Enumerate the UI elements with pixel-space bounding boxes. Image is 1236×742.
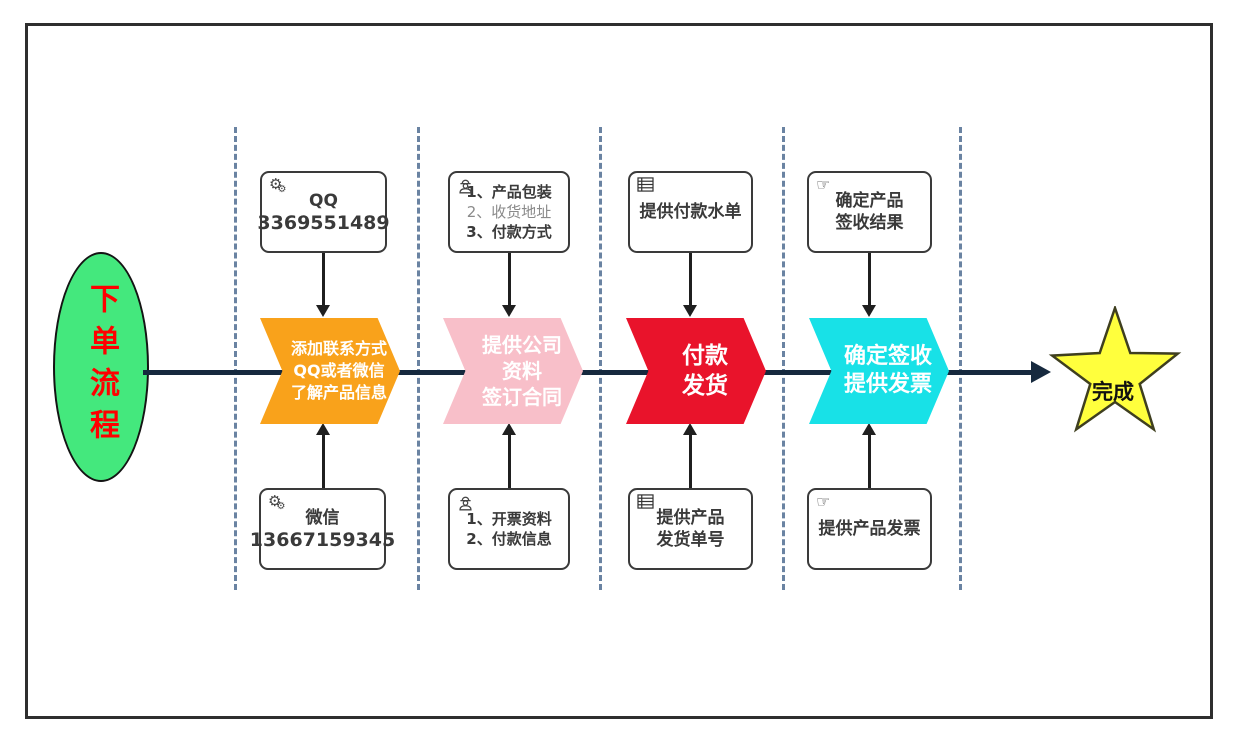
main-flow-line	[143, 370, 1033, 375]
gears-icon: ⚙⚙	[268, 492, 286, 512]
connector	[508, 253, 511, 306]
arrow-down-icon	[862, 305, 876, 317]
table-icon	[637, 494, 654, 509]
step-company-info-contract: 提供公司 资料 签订合同	[443, 318, 583, 424]
worker-icon	[457, 494, 474, 511]
box-payment-slip: 提供付款水单	[628, 171, 753, 253]
box-order-details: 1、产品包装 2、收货地址 3、付款方式	[448, 171, 570, 253]
box-line: 1、开票资料	[466, 510, 552, 528]
hand-icon: ☞	[816, 175, 831, 194]
box-line: 签收结果	[835, 213, 904, 233]
step-pay-ship: 付款 发货	[626, 318, 766, 424]
arrow-down-icon	[316, 305, 330, 317]
star-shape	[1048, 304, 1182, 433]
lane-divider-4	[782, 127, 785, 590]
box-shipping-number: 提供产品 发货单号	[628, 488, 753, 570]
start-node-label: 下单流程	[84, 283, 119, 451]
box-qq: ⚙⚙ QQ 3369551489	[257, 171, 390, 253]
step-line: 付款	[682, 343, 728, 369]
connector	[322, 253, 325, 306]
connector	[868, 253, 871, 306]
main-flow-arrowhead-icon	[1031, 361, 1051, 383]
lane-divider-2	[417, 127, 420, 590]
box-line: 确定产品	[835, 191, 904, 211]
connector	[322, 434, 325, 488]
box-line: 2、付款信息	[466, 530, 552, 548]
box-invoice-payment-info: 1、开票资料 2、付款信息	[448, 488, 570, 570]
diagram-frame	[25, 23, 1213, 719]
step-line: 添加联系方式	[290, 339, 387, 358]
start-node: 下单流程	[53, 252, 149, 482]
box-product-invoice: ☞ 提供产品发票	[807, 488, 932, 570]
step-line: QQ或者微信	[293, 361, 385, 380]
box-line: 提供产品发票	[818, 519, 921, 539]
box-line: 微信	[305, 507, 340, 528]
gears-icon: ⚙⚙	[269, 175, 287, 195]
step-line: 签订合同	[482, 385, 562, 409]
lane-divider-3	[599, 127, 602, 590]
box-line: 1、产品包装	[466, 183, 552, 201]
finish-node-label: 完成	[1092, 380, 1134, 404]
arrow-up-icon	[502, 423, 516, 435]
hand-icon: ☞	[816, 492, 831, 511]
arrow-down-icon	[502, 305, 516, 317]
arrow-up-icon	[862, 423, 876, 435]
step-line: 提供发票	[843, 372, 932, 397]
connector	[689, 253, 692, 306]
table-icon	[637, 177, 654, 192]
step-line: 资料	[502, 359, 542, 383]
box-line: QQ	[309, 190, 338, 211]
arrow-down-icon	[683, 305, 697, 317]
box-line: 提供付款水单	[639, 202, 742, 222]
box-wechat: ⚙⚙ 微信 13667159345	[250, 488, 395, 570]
box-line: 2、收货地址	[466, 203, 552, 221]
worker-icon	[457, 177, 474, 194]
connector	[508, 434, 511, 488]
lane-divider-1	[234, 127, 237, 590]
connector	[689, 434, 692, 488]
finish-node	[1048, 304, 1182, 446]
connector	[868, 434, 871, 488]
arrow-up-icon	[316, 423, 330, 435]
step-line: 确定签收	[843, 344, 932, 369]
step-add-contact: 添加联系方式 QQ或者微信 了解产品信息	[260, 318, 400, 424]
box-line: 提供产品	[656, 508, 725, 528]
step-line: 发货	[682, 373, 728, 399]
box-line: 13667159345	[249, 528, 396, 551]
lane-divider-5	[959, 127, 962, 590]
box-line: 3369551489	[257, 211, 390, 234]
step-line: 了解产品信息	[290, 383, 387, 402]
arrow-up-icon	[683, 423, 697, 435]
box-line: 发货单号	[656, 530, 725, 550]
box-line: 3、付款方式	[466, 223, 552, 241]
step-line: 提供公司	[482, 333, 562, 357]
step-confirm-invoice: 确定签收 提供发票	[809, 318, 949, 424]
box-confirm-receipt-result: ☞ 确定产品 签收结果	[807, 171, 932, 253]
